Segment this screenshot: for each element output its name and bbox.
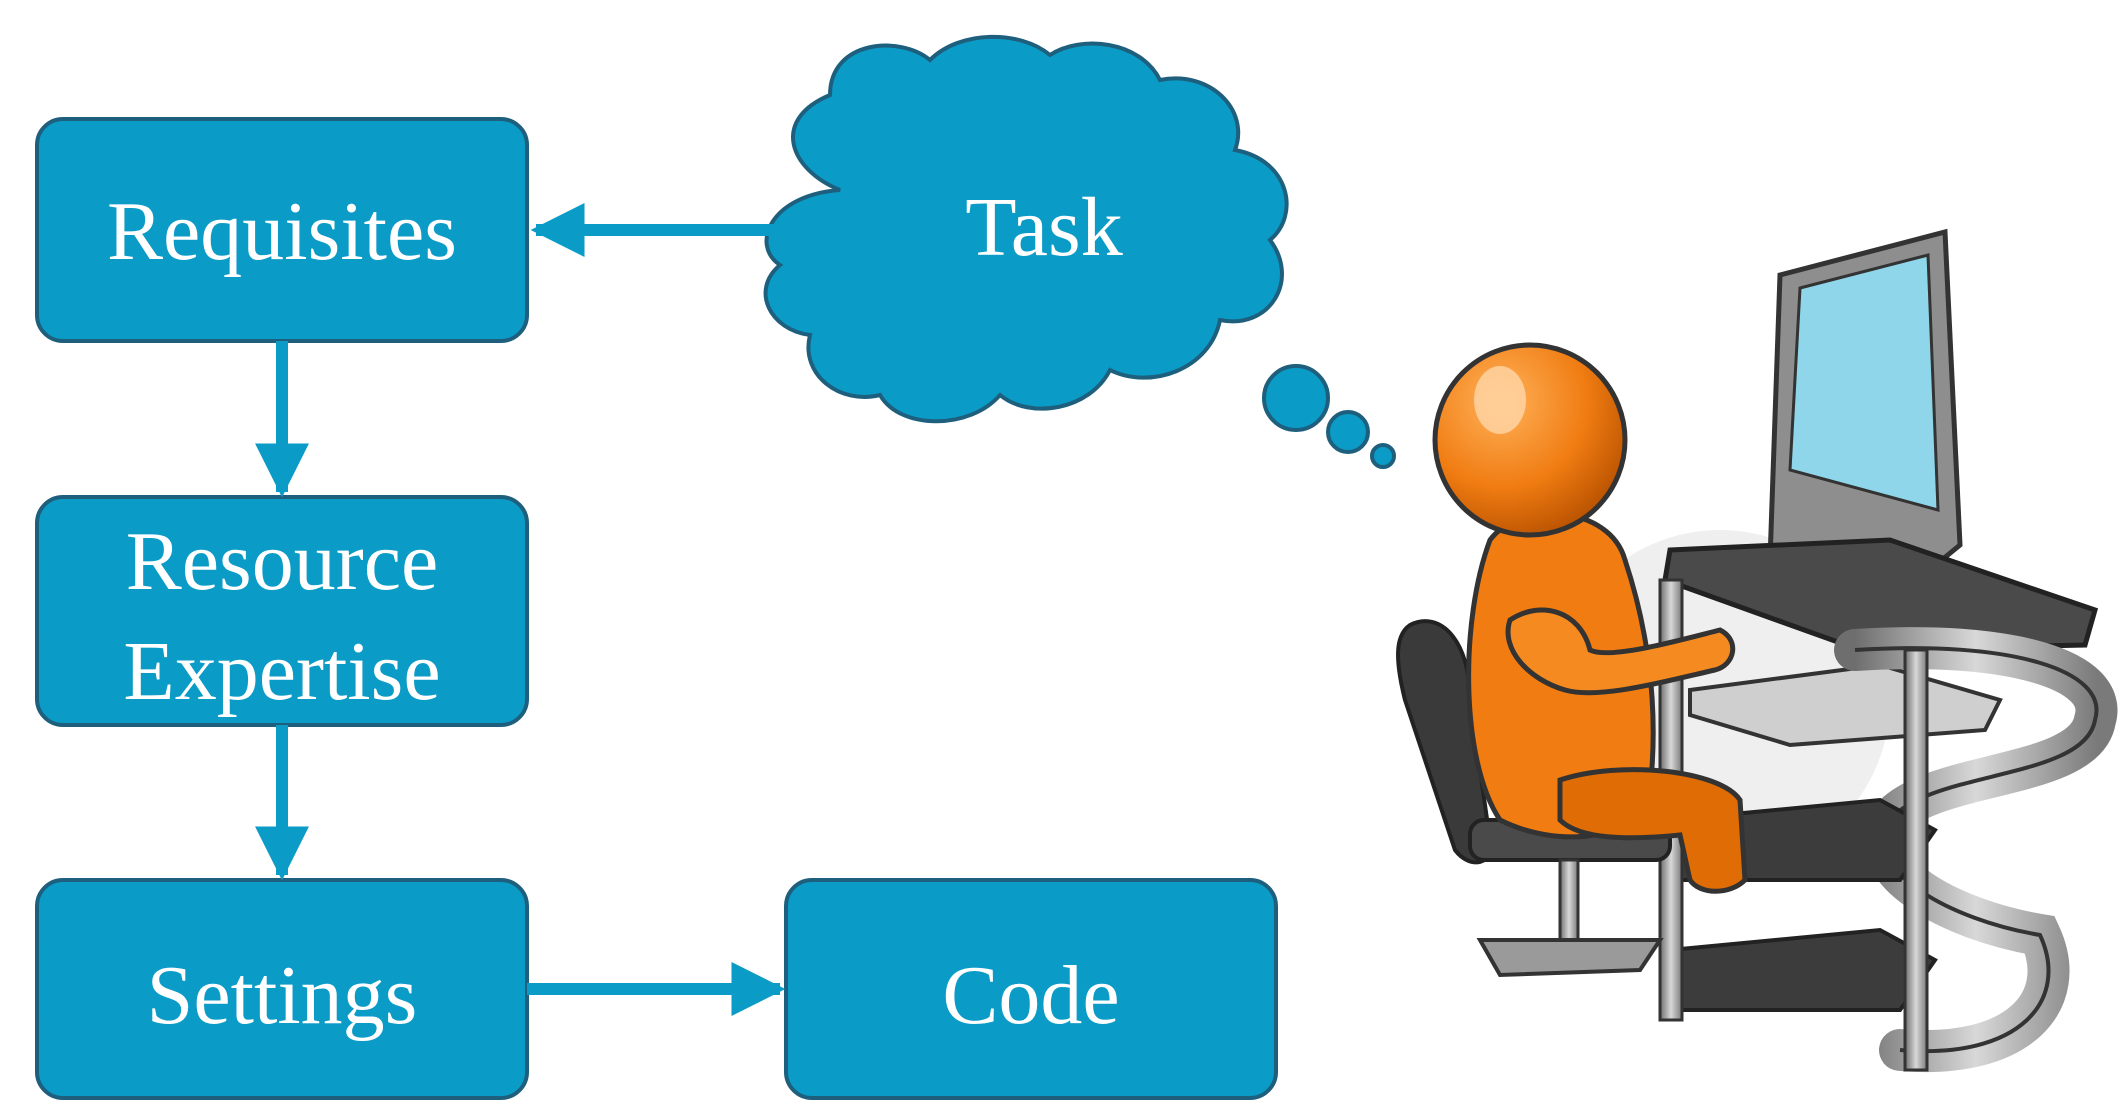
resource-label: Resource <box>125 515 439 609</box>
task-cloud <box>763 34 1396 469</box>
expertise-label: Expertise <box>123 625 441 719</box>
settings-label: Settings <box>146 949 418 1043</box>
task-label: Task <box>965 181 1123 275</box>
requisites-label: Requisites <box>107 185 457 279</box>
code-label: Code <box>942 949 1120 1043</box>
person-at-computer-icon <box>1396 228 2118 1073</box>
code-box <box>784 878 1278 1100</box>
